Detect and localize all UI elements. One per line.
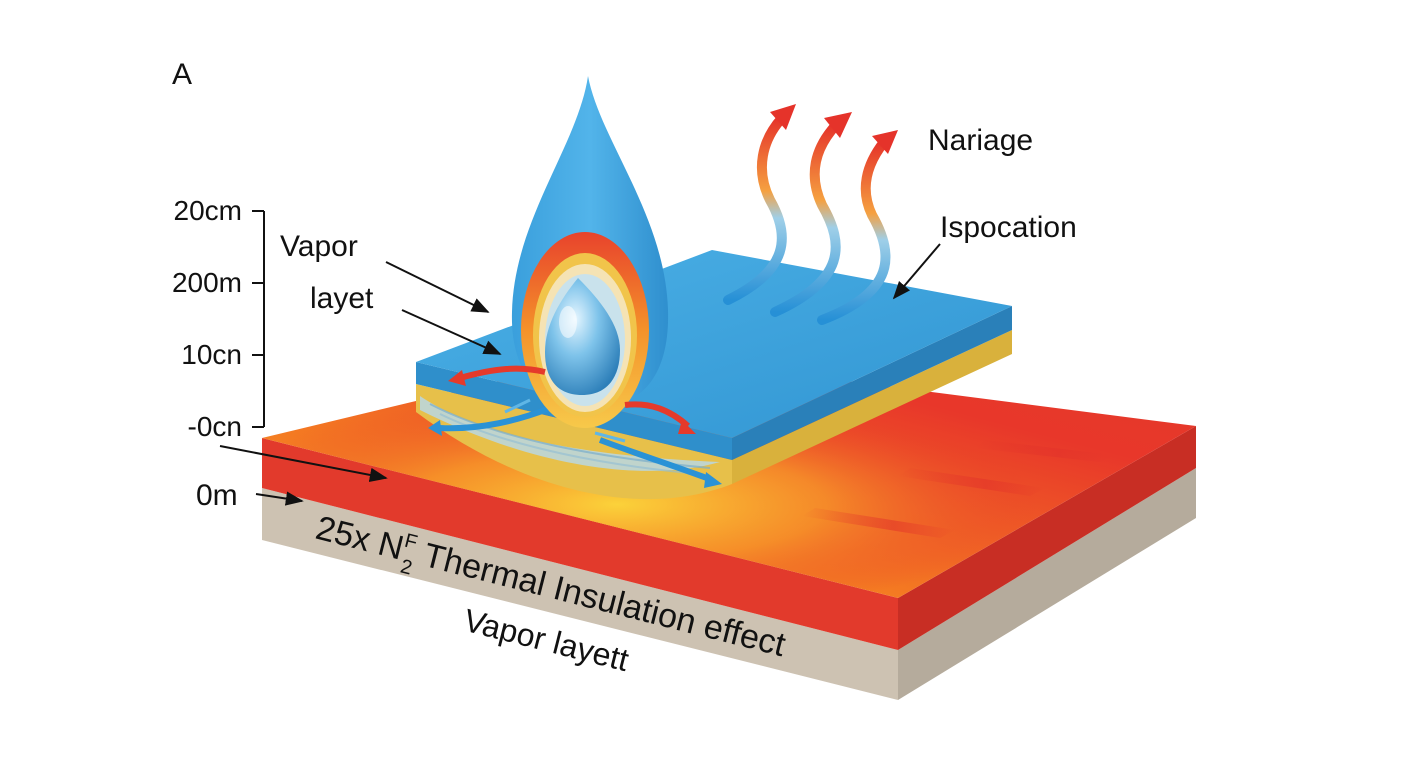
scale-tick-label: -0cn [188,411,242,442]
vapor-arrow-left [439,405,552,432]
plate-side-face [732,306,1012,460]
scale-tick-label: 10cn [181,339,242,370]
rising-heat-arrows [723,104,898,325]
small-flow-arrow [594,431,626,443]
scale-bar: 20cm 200m 10cn -0cn [172,195,265,442]
droplet [511,76,669,428]
heat-streak [802,508,955,538]
red-arrow-left [459,365,546,381]
rising-arrow-3 [817,137,891,325]
scale-tick-label: 200m [172,267,242,298]
heat-streak [975,440,1115,462]
effect-title-superscript: F [402,530,419,554]
ispocation-pointer [892,243,941,300]
baseline-pointer [255,491,304,506]
vapor-flow-arrows [428,398,722,488]
effect-title-subscript: 2 [398,555,414,579]
heat-streak [898,468,1045,496]
rising-arrow-2 [770,120,841,317]
hot-front-face [262,438,898,650]
small-flow-arrow [504,398,531,414]
hot-side-face [898,426,1196,650]
panel-label: A [172,58,192,91]
vapor-label-line2: layet [310,282,374,315]
liquid-bead [545,278,620,395]
vapor-pointer [385,261,490,313]
baseline-label: 0m [196,479,238,512]
layer-pointer [401,309,502,355]
hot-layer-pointer [219,445,388,483]
ispocation-label: Ispocation [940,211,1077,244]
nariage-label: Nariage [928,124,1033,157]
scale-tick-label: 20cm [174,195,242,226]
vapor-arrow-right [598,437,714,483]
rising-arrow-1 [723,113,787,305]
base-front-face [262,488,898,700]
base-side-face [898,468,1196,700]
gold-side-face [732,330,1012,484]
vapor-label-line1: Vapor [280,230,358,263]
heat-spread-arrows [448,365,696,434]
